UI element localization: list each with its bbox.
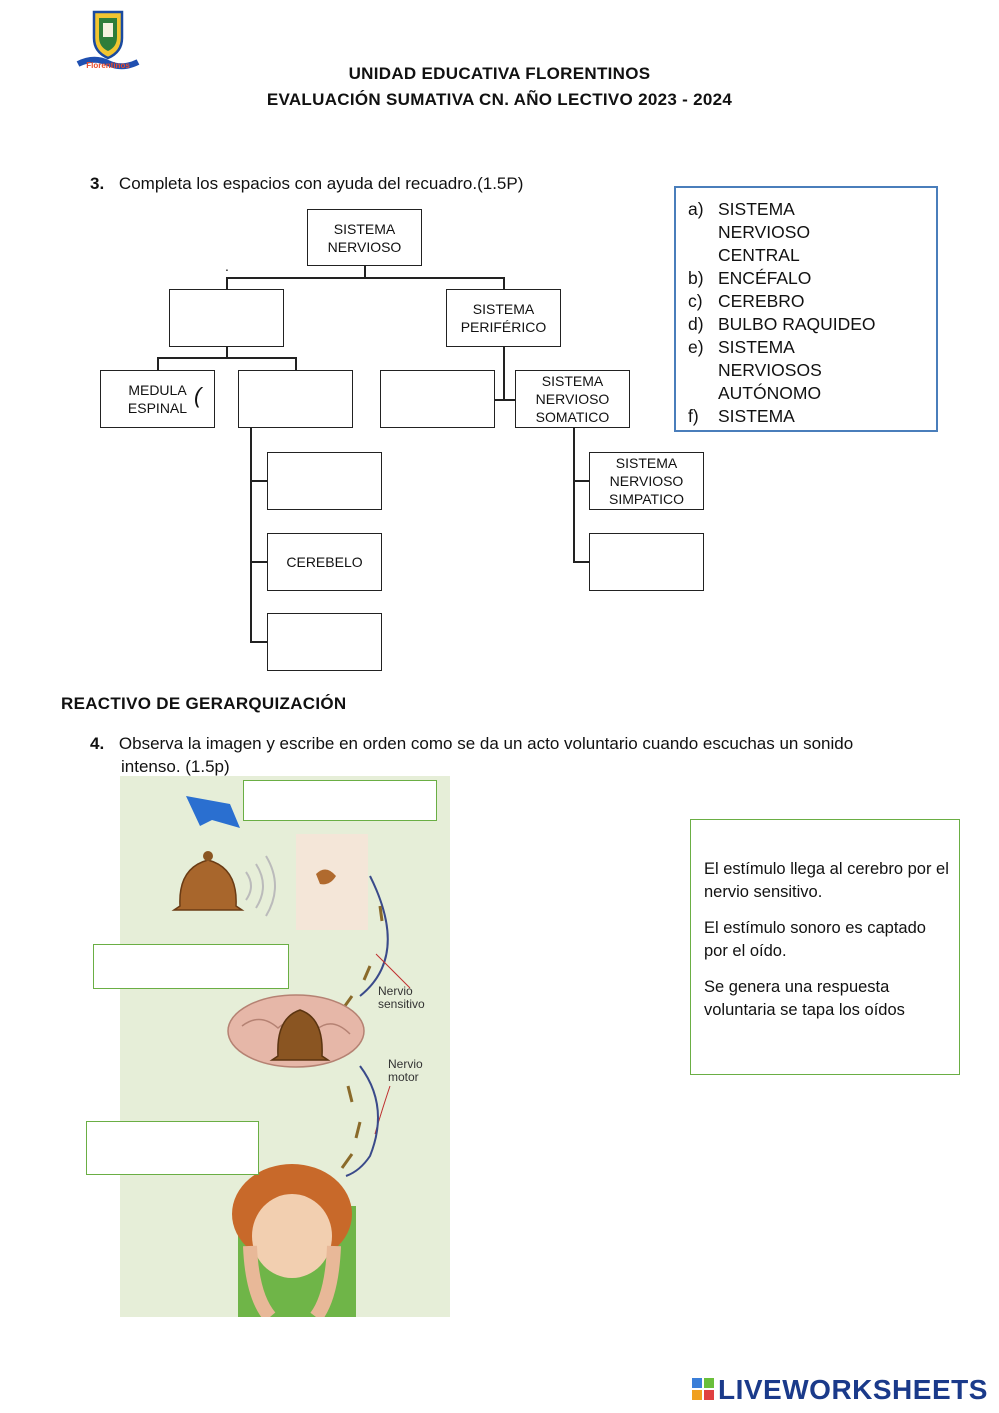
legend-text: CENTRAL: [718, 245, 800, 265]
legend-text: SISTEMA: [718, 199, 795, 219]
statements-box: El estímulo llega al cerebro por el nerv…: [690, 819, 960, 1075]
legend-text: SISTEMA: [718, 406, 795, 426]
statement: El estímulo llega al cerebro por el nerv…: [704, 860, 949, 901]
legend-text: ENCÉFALO: [718, 268, 812, 288]
question-text: Observa la imagen y escribe en orden com…: [118, 734, 854, 753]
options-box: a) SISTEMA NERVIOSO CENTRAL b) ENCÉFALO c) CERE…: [674, 186, 938, 432]
legend-text: NERVIOSO: [718, 222, 811, 242]
svg-text:Florentinos: Florentinos: [86, 61, 130, 70]
question-4: 4. Observa la imagen y escribe en orden …: [90, 732, 950, 778]
answer-box-3[interactable]: [86, 1121, 259, 1175]
legend-text: CEREBRO: [718, 291, 805, 311]
reflex-illustration: Nervio sensitivo Nervio motor: [120, 776, 450, 1317]
legend-letter: e): [688, 337, 704, 357]
legend-option: e) SISTEMA NERVIOSOS AUTÓNOMO: [688, 336, 936, 405]
school-name: UNIDAD EDUCATIVA FLORENTINOS: [348, 64, 651, 83]
legend-letter: f): [688, 406, 699, 426]
statement: Se genera una respuesta voluntaria se ta…: [704, 978, 905, 1019]
legend-option: a) SISTEMA NERVIOSO CENTRAL: [688, 198, 936, 267]
legend-letter: a): [688, 199, 704, 219]
legend-letter: b): [688, 268, 704, 288]
exam-title: EVALUACIÓN SUMATIVA CN. AÑO LECTIVO 2023…: [266, 90, 733, 109]
question-text: Completa los espacios con ayuda del recu…: [118, 174, 524, 193]
legend-option: b) ENCÉFALO: [688, 267, 936, 290]
dot-mark: .: [225, 258, 229, 274]
blank-node-bulbo[interactable]: [267, 613, 382, 671]
legend-option: d) BULBO RAQUIDEO: [688, 313, 936, 336]
blank-node-encefalo[interactable]: [238, 370, 353, 428]
statement: El estímulo sonoro es captado por el oíd…: [704, 919, 926, 960]
pen-mark: (: [194, 383, 202, 408]
section-title: REACTIVO DE GERARQUIZACIÓN: [61, 694, 347, 713]
question-3: 3. Completa los espacios con ayuda del r…: [90, 174, 523, 194]
question-number: 3.: [90, 174, 105, 193]
svg-text:Nervio: Nervio: [378, 984, 413, 998]
answer-box-1[interactable]: [243, 780, 437, 821]
question-number: 4.: [90, 734, 105, 753]
blank-node-autonomo[interactable]: [380, 370, 495, 428]
school-logo: Florentinos: [76, 8, 140, 72]
node-cerebelo: CEREBELO: [267, 533, 382, 591]
blank-node-cerebro[interactable]: [267, 452, 382, 510]
legend-option: c) CEREBRO: [688, 290, 936, 313]
answer-box-2[interactable]: [93, 944, 289, 989]
blank-node-central[interactable]: [169, 289, 284, 347]
liveworksheets-logo-icon: [692, 1378, 714, 1400]
svg-text:Nervio: Nervio: [388, 1057, 423, 1071]
question-text-cont: intenso. (1.5p): [121, 757, 230, 776]
legend-text: AUTÓNOMO: [718, 383, 822, 403]
liveworksheets-brand: LIVEWORKSHEETS: [718, 1374, 988, 1405]
svg-text:sensitivo: sensitivo: [378, 997, 425, 1011]
blank-node-parasimpatico[interactable]: [589, 533, 704, 591]
svg-text:motor: motor: [388, 1070, 419, 1084]
legend-text: SISTEMA: [718, 337, 795, 357]
legend-option: f) SISTEMA: [688, 405, 936, 428]
legend-letter: d): [688, 314, 704, 334]
legend-text: BULBO RAQUIDEO: [718, 314, 876, 334]
legend-text: NERVIOSOS: [718, 360, 822, 380]
legend-letter: c): [688, 291, 703, 311]
